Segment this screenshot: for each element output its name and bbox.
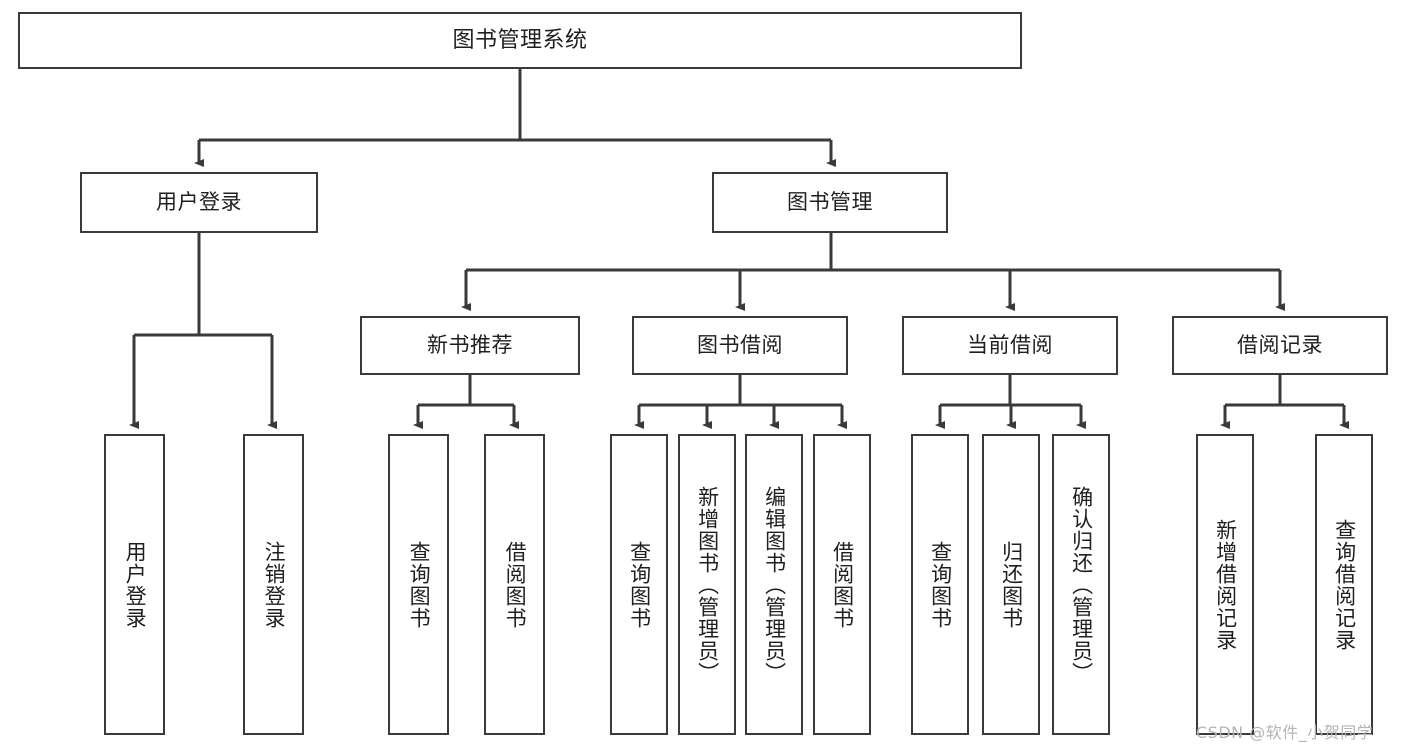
node-book-borrow[interactable]: 图书借阅 bbox=[632, 316, 848, 375]
node-user-login[interactable]: 用户登录 bbox=[80, 172, 318, 233]
node-root-system[interactable]: 图书管理系统 bbox=[18, 12, 1022, 69]
leaf-return-book[interactable]: 归还图书 bbox=[982, 434, 1040, 735]
leaf-user-logout[interactable]: 注销登录 bbox=[243, 434, 304, 735]
leaf-query-book-borrow[interactable]: 查询图书 bbox=[610, 434, 668, 735]
leaf-query-book-new[interactable]: 查询图书 bbox=[388, 434, 449, 735]
leaf-query-book-current[interactable]: 查询图书 bbox=[911, 434, 969, 735]
leaf-edit-book-admin[interactable]: 编辑图书（管理员） bbox=[745, 434, 803, 735]
leaf-user-login[interactable]: 用户登录 bbox=[104, 434, 165, 735]
csdn-watermark: CSDN @软件_小贺同学 bbox=[1196, 723, 1374, 742]
node-book-management[interactable]: 图书管理 bbox=[712, 172, 948, 233]
leaf-query-borrow-record[interactable]: 查询借阅记录 bbox=[1315, 434, 1373, 735]
node-borrow-records[interactable]: 借阅记录 bbox=[1172, 316, 1388, 375]
node-current-borrow[interactable]: 当前借阅 bbox=[902, 316, 1118, 375]
leaf-lend-book[interactable]: 借阅图书 bbox=[813, 434, 871, 735]
node-new-book-recommend[interactable]: 新书推荐 bbox=[360, 316, 580, 375]
leaf-add-borrow-record[interactable]: 新增借阅记录 bbox=[1196, 434, 1254, 735]
leaf-borrow-book-new[interactable]: 借阅图书 bbox=[484, 434, 545, 735]
leaf-confirm-return-admin[interactable]: 确认归还（管理员） bbox=[1052, 434, 1110, 735]
leaf-add-book-admin[interactable]: 新增图书（管理员） bbox=[678, 434, 736, 735]
